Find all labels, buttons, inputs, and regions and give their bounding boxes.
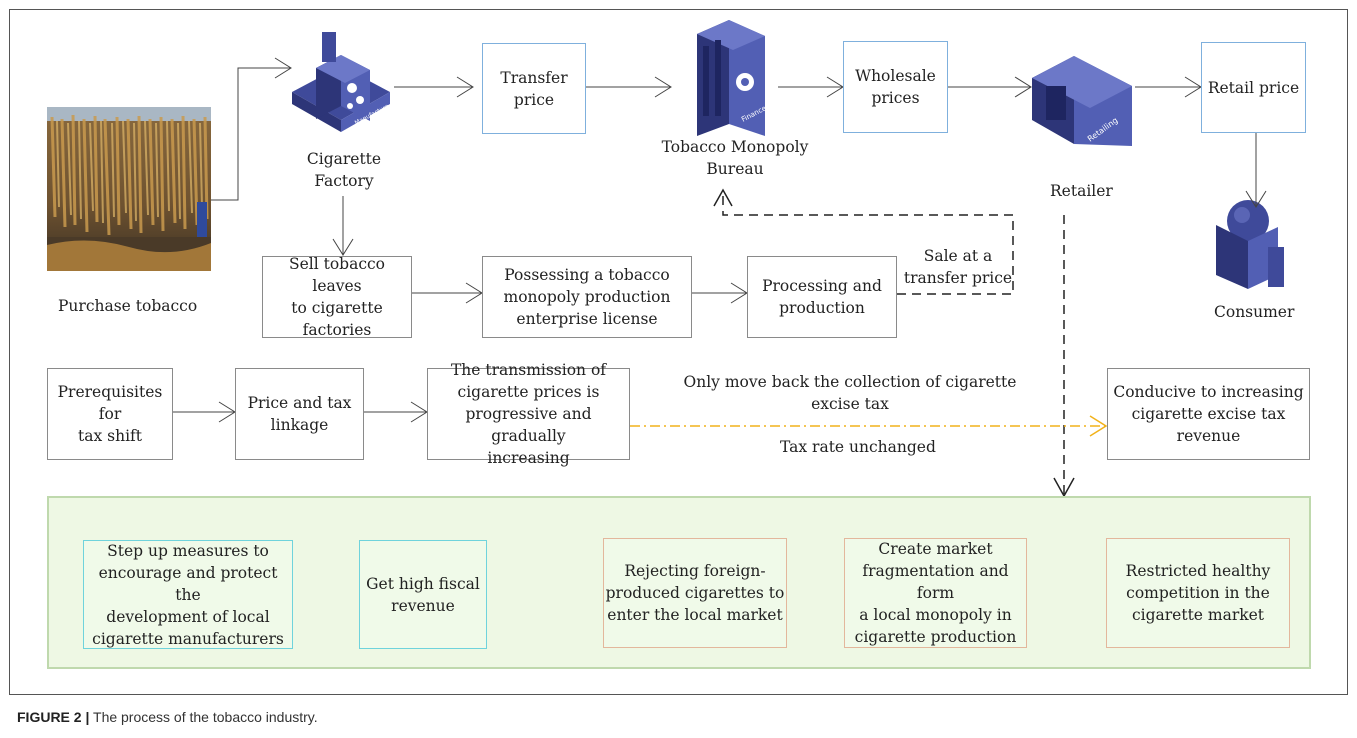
sell-leaves-box: Sell tobacco leaves to cigarette factori… <box>262 255 412 339</box>
monopoly-bureau-label: Tobacco Monopoly Bureau <box>661 138 809 178</box>
move-back-label: Only move back the collection of cigaret… <box>683 373 1017 413</box>
cigarette-factory-label: Cigarette Factory <box>306 150 382 190</box>
wholesale-prices-box: Wholesale prices <box>843 41 948 133</box>
prerequisites-box: Prerequisites for tax shift <box>47 368 173 460</box>
caption-label: FIGURE 2 | <box>17 709 90 725</box>
license-box: Possessing a tobacco monopoly production… <box>482 256 692 338</box>
retail-price-box: Retail price <box>1201 42 1306 133</box>
bureau-icon: Finance <box>697 20 768 136</box>
step-up-box: Step up measures to encourage and protec… <box>83 540 293 649</box>
conducive-box: Conducive to increasing cigarette excise… <box>1107 368 1310 460</box>
figure-caption: FIGURE 2 | The process of the tobacco in… <box>17 709 318 725</box>
figure-frame <box>9 9 1348 695</box>
rate-unchanged-label: Tax rate unchanged <box>780 438 936 456</box>
fragmentation-box: Create market fragmentation and form a l… <box>844 538 1027 648</box>
factory-icon: Manufacture <box>292 32 391 132</box>
transmission-box: The transmission of cigarette prices is … <box>427 361 630 467</box>
tobacco-photo <box>47 107 211 271</box>
caption-text: The process of the tobacco industry. <box>89 709 318 725</box>
sale-transfer-label: Sale at a transfer price <box>903 247 1013 287</box>
restricted-box: Restricted healthy competition in the ci… <box>1106 538 1290 648</box>
purchase-tobacco-label: Purchase tobacco <box>58 297 198 315</box>
retailer-icon: Retailing <box>1032 56 1132 146</box>
rejecting-box: Rejecting foreign- produced cigarettes t… <box>603 538 787 648</box>
transfer-price-box: Transfer price <box>482 43 586 134</box>
consumer-icon <box>1216 200 1284 289</box>
processing-box: Processing and production <box>747 256 897 338</box>
retailer-label: Retailer <box>1050 182 1113 200</box>
consumer-label: Consumer <box>1214 303 1295 321</box>
fiscal-revenue-box: Get high fiscal revenue <box>359 540 487 649</box>
linkage-box: Price and tax linkage <box>235 368 364 460</box>
